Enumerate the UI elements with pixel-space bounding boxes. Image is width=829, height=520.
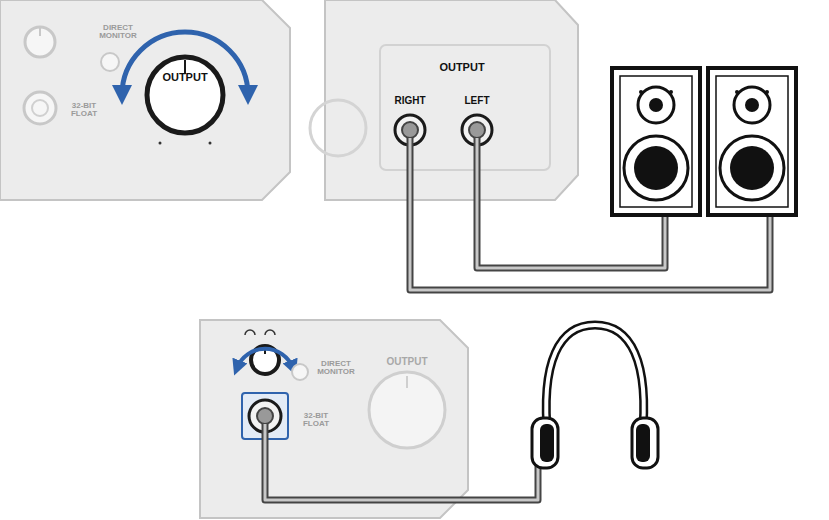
headphone-panel — [200, 320, 468, 518]
panel-heading: OUTPUT — [427, 62, 497, 74]
rear-panel — [310, 0, 578, 200]
mode-label: 32-BIT FLOAT — [296, 412, 336, 429]
button-label: DIRECT MONITOR — [93, 24, 143, 41]
knob-label: OUTPUT — [372, 357, 442, 368]
speakers — [612, 68, 796, 215]
front-panel — [0, 0, 290, 200]
headphones — [265, 325, 658, 500]
button-label: DIRECT MONITOR — [311, 360, 361, 377]
mode-label: 32-BIT FLOAT — [64, 102, 104, 119]
knob-label: OUTPUT — [150, 72, 220, 84]
jack-label: RIGHT — [385, 96, 435, 107]
jack-label: LEFT — [452, 96, 502, 107]
